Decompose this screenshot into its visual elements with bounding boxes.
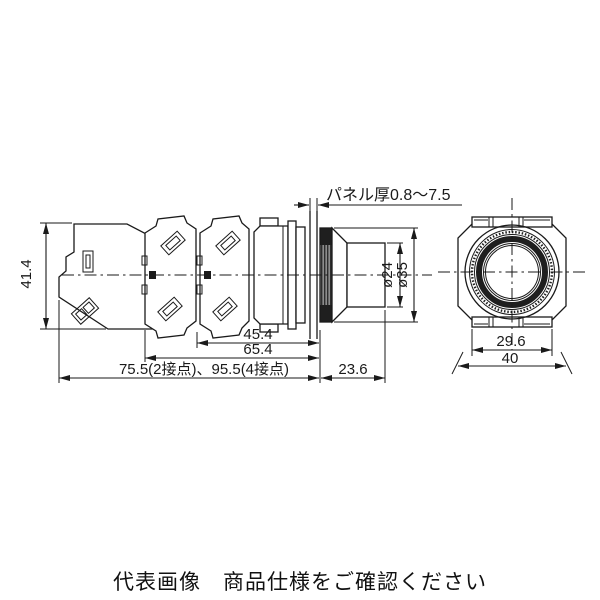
dim-dia-bezel-label: ø35 bbox=[394, 262, 411, 288]
dim-total-label: 75.5(2接点)、95.5(4接点) bbox=[119, 361, 289, 378]
dim-head-label: 23.6 bbox=[338, 361, 367, 378]
front-view: 29.6 40 bbox=[438, 198, 588, 375]
front-dimensions: 29.6 40 bbox=[451, 329, 573, 375]
dim-height-label: 41.4 bbox=[18, 259, 35, 288]
contact-block-rear bbox=[58, 223, 153, 330]
contact-block-2 bbox=[141, 215, 197, 339]
dim-dia-button-label: ø24 bbox=[379, 262, 396, 288]
side-dimensions: 41.4 パネル厚0.8〜7.5 45.4 65.4 75 bbox=[18, 186, 462, 383]
dim-outer-width-label: 40 bbox=[502, 350, 519, 367]
dim-45-label: 45.4 bbox=[243, 326, 272, 343]
dim-inner-width-label: 29.6 bbox=[496, 333, 525, 350]
contact-block-3 bbox=[196, 215, 250, 339]
dim-65-label: 65.4 bbox=[243, 341, 272, 358]
panel-thickness-label: パネル厚0.8〜7.5 bbox=[326, 186, 451, 204]
caption-text: 代表画像 商品仕様をご確認ください bbox=[113, 571, 487, 594]
side-view: 41.4 パネル厚0.8〜7.5 45.4 65.4 75 bbox=[18, 186, 462, 383]
